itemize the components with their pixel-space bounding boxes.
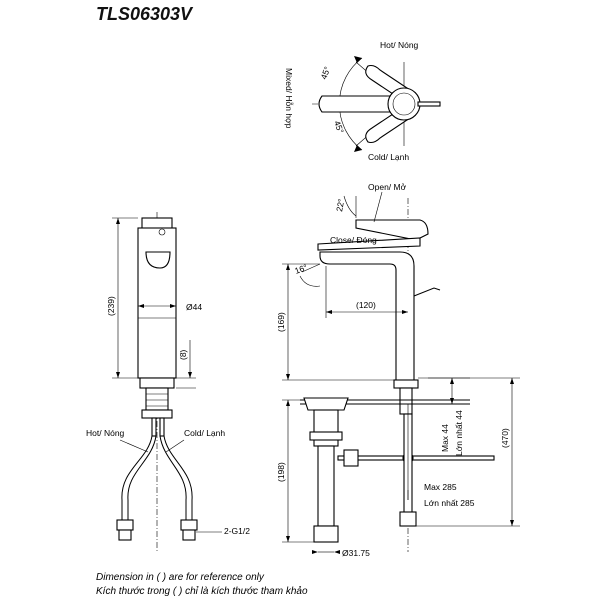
hose-nut-right xyxy=(182,529,196,541)
guide-16 xyxy=(301,263,321,273)
arc-16 xyxy=(299,275,321,287)
model-title: TLS06303V xyxy=(96,4,194,24)
dim-169: (169) xyxy=(276,312,286,332)
arrow xyxy=(116,372,120,378)
side-base xyxy=(393,379,419,389)
drain-tail xyxy=(317,445,335,527)
arrow xyxy=(334,550,340,554)
dim-max44: Max 44 xyxy=(440,424,450,452)
arrow xyxy=(450,398,454,404)
front-pipe-stub-right xyxy=(159,417,165,437)
front-body xyxy=(137,227,177,379)
label-cold-left: Cold/ Lạnh xyxy=(184,428,225,438)
label-angle-16: 16° xyxy=(293,262,309,276)
dim-198: (198) xyxy=(276,462,286,482)
arrow xyxy=(326,310,332,314)
label-angle-22: 22° xyxy=(334,198,346,212)
note-line-2: Kích thước trong ( ) chỉ là kích thước t… xyxy=(96,585,308,597)
dim-8: (8) xyxy=(178,349,188,360)
label-close: Close/ Đóng xyxy=(330,235,377,245)
label-hot-left: Hot/ Nóng xyxy=(86,428,125,438)
drain-nut xyxy=(309,431,343,441)
lift-rod-end xyxy=(399,511,417,527)
arc-arrow-bottom xyxy=(354,145,362,152)
front-nut xyxy=(141,409,173,419)
side-view: 22° 16° Open/ Mở Close/ Đóng (120) (169) xyxy=(276,182,520,558)
hose-nut-left xyxy=(118,529,132,541)
lever-closed xyxy=(317,237,421,251)
label-angle-45-upper: 45° xyxy=(318,65,332,81)
dim-lon285: Lớn nhất 285 xyxy=(424,498,475,508)
arc-arrow-top xyxy=(354,56,362,63)
dim-3175: Ø31.75 xyxy=(342,548,370,558)
hose-hot xyxy=(121,435,153,520)
drain-flange xyxy=(303,397,349,411)
label-open: Open/ Mở xyxy=(368,182,407,192)
arrow xyxy=(450,378,454,384)
drain-body xyxy=(313,409,339,447)
dim-44: Ø44 xyxy=(186,302,202,312)
hose-hot-outer xyxy=(127,435,157,520)
arrow xyxy=(286,374,290,380)
arrow xyxy=(286,400,290,406)
arc-22 xyxy=(343,195,357,217)
label-hot-top: Hot/ Nóng xyxy=(380,40,419,50)
front-lever-shape xyxy=(145,251,171,269)
leader-open xyxy=(373,191,383,223)
pop-up-rod xyxy=(417,101,441,107)
leader-hot xyxy=(119,439,149,453)
popup-rod-horizontal xyxy=(337,455,495,461)
arrow xyxy=(138,304,144,308)
front-base xyxy=(139,377,175,389)
front-shank xyxy=(145,387,169,411)
label-mixed: Mixed/ Hỗn hợp xyxy=(284,68,294,129)
arrow xyxy=(510,520,514,526)
dim-max285: Max 285 xyxy=(424,482,457,492)
front-pipe-stub-left xyxy=(151,417,157,437)
arrow xyxy=(402,310,408,314)
hose-fitting-right xyxy=(180,519,198,531)
arrow xyxy=(286,536,290,542)
arrow xyxy=(312,550,318,554)
label-angle-45-lower: 45° xyxy=(332,119,346,135)
hose-fitting-left xyxy=(116,519,134,531)
front-screw xyxy=(158,228,166,236)
arrow xyxy=(188,372,192,378)
hose-cold-outer xyxy=(163,435,193,520)
dim-120: (120) xyxy=(356,300,376,310)
dim-lon44: Lớn nhất 44 xyxy=(454,410,464,456)
arrow xyxy=(510,378,514,384)
hose-cold xyxy=(159,435,187,520)
dim-470: (470) xyxy=(500,428,510,448)
side-shank xyxy=(399,387,413,415)
side-body-spout xyxy=(319,251,415,381)
note-line-1: Dimension in ( ) are for reference only xyxy=(96,572,265,583)
leader-cold xyxy=(165,439,185,453)
label-thread: 2-G1/2 xyxy=(224,526,250,536)
popup-rod-nut xyxy=(343,449,359,467)
front-view: Hot/ Nóng Cold/ Lạnh 2-G1/2 (239) Ø44 (8… xyxy=(86,212,250,552)
top-view: Hot/ Nóng Cold/ Lạnh Mixed/ Hỗn hợp 45° … xyxy=(284,40,441,162)
lever-center xyxy=(318,95,399,113)
arrow xyxy=(116,218,120,224)
arrow xyxy=(286,264,290,270)
label-cold-top: Cold/ Lạnh xyxy=(368,152,409,162)
drain-tail-end xyxy=(313,525,339,543)
body-inner-circle xyxy=(392,92,416,116)
dim-239: (239) xyxy=(106,296,116,316)
arrow xyxy=(170,304,176,308)
pop-up-rod-side xyxy=(413,287,441,297)
